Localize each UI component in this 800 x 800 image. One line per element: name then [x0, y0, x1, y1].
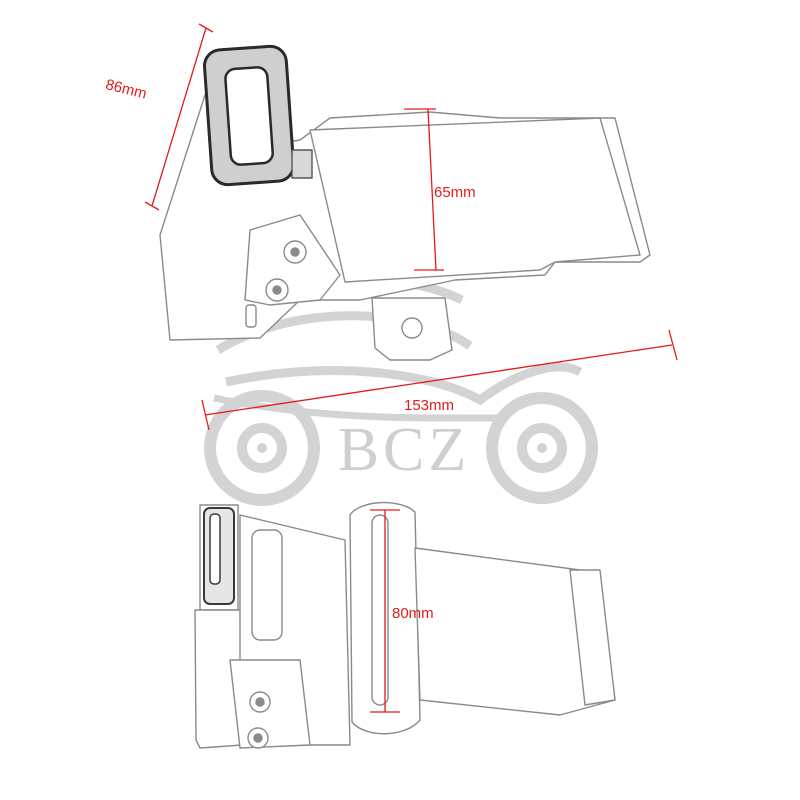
hinge-top-view — [194, 501, 616, 749]
dimension-label-height-top: 65mm — [434, 184, 476, 201]
watermark-text: BCZ — [338, 416, 471, 484]
left-wheel-icon — [204, 390, 320, 506]
dimension-label-height-bottom: 80mm — [392, 605, 434, 622]
dimension-label-length: 153mm — [404, 397, 454, 414]
hinge-side-view — [159, 44, 651, 361]
dimension-lines — [144, 23, 678, 713]
right-wheel-icon — [486, 392, 598, 504]
dimension-label-depth: 86mm — [104, 76, 149, 103]
adjust-slot — [371, 514, 389, 706]
